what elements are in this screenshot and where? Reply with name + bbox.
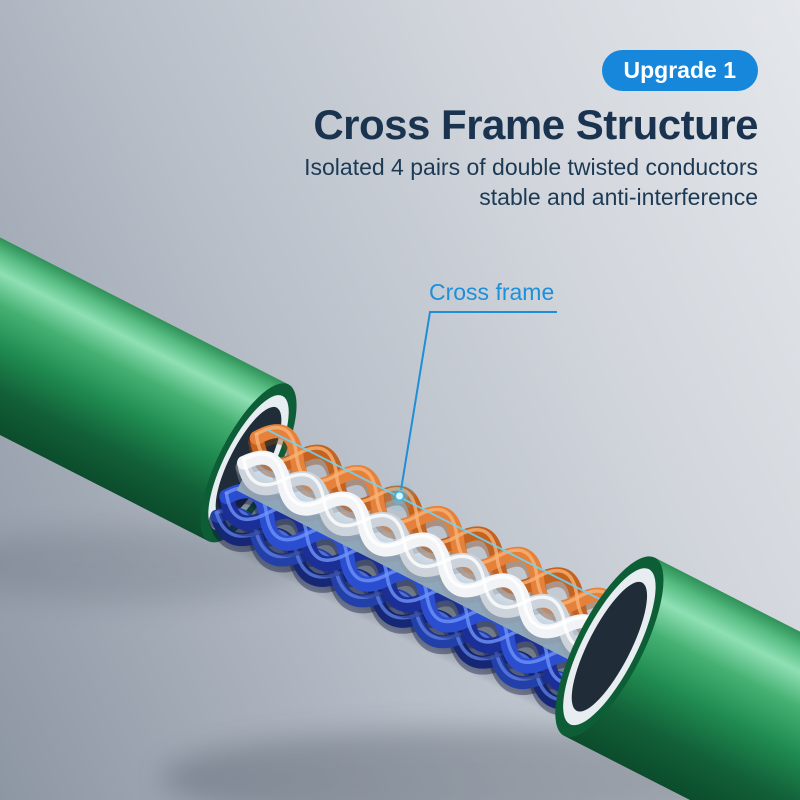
page-title: Cross Frame Structure xyxy=(313,101,758,148)
upgrade-badge-label: Upgrade 1 xyxy=(623,57,736,83)
header: Upgrade 1 Cross Frame Structure Isolated… xyxy=(304,50,758,213)
subtitle-line-2: stable and anti-interference xyxy=(479,183,758,210)
left-jacket-body xyxy=(0,161,289,542)
cross-frame-glow-line xyxy=(265,426,626,615)
right-jacket xyxy=(555,556,800,800)
right-jacket-body xyxy=(563,557,800,800)
subtitle-line-1: Isolated 4 pairs of double twisted condu… xyxy=(304,154,758,180)
white-twisted-pair xyxy=(235,450,614,665)
callout-leader-line xyxy=(400,311,557,491)
callout-leader xyxy=(384,311,557,511)
right-jacket-hole xyxy=(571,581,648,712)
callout-label: Cross frame xyxy=(429,279,555,305)
callout-dot xyxy=(394,491,405,501)
upgrade-badge: Upgrade 1 xyxy=(601,50,758,91)
cable-group xyxy=(0,161,800,800)
